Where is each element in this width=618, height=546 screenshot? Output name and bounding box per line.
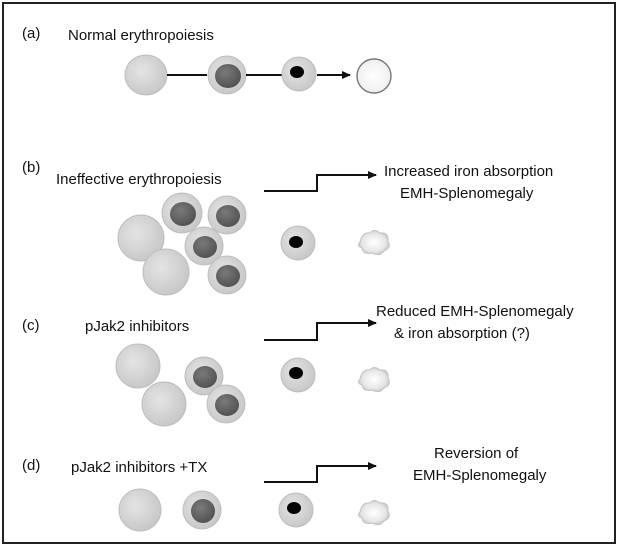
basophilic-erythroblast-cell (207, 255, 247, 295)
proerythroblast-cell (124, 54, 168, 96)
panel-d-title: pJak2 inhibitors +TX (71, 459, 207, 476)
basophilic-erythroblast-cell (207, 55, 247, 95)
panel-c-result-2: & iron absorption (?) (394, 325, 530, 342)
panel-d-result-2: EMH-Splenomegaly (413, 467, 547, 484)
panel-c-result-1: Reduced EMH-Splenomegaly (376, 303, 574, 320)
panel-a-title: Normal erythropoiesis (68, 27, 214, 44)
panel-d-result-1: Reversion of (434, 445, 519, 462)
basophilic-erythroblast-cell (206, 384, 246, 424)
proerythroblast-cell (141, 381, 187, 427)
panel-b-result-2: EMH-Splenomegaly (400, 185, 534, 202)
panel-b-title: Ineffective erythropoiesis (56, 171, 222, 188)
step-arrow (264, 462, 377, 483)
proerythroblast-cell (118, 488, 162, 532)
panel-d: (d) pJak2 inhibitors +TX Reversion of EM… (22, 445, 547, 532)
proerythroblast-cell (142, 248, 190, 296)
proerythroblast-cell (117, 214, 165, 262)
orthochromatic-erythroblast-cell (280, 357, 316, 393)
panel-b-letter: (b) (22, 159, 40, 176)
mature-rbc-cell (356, 58, 392, 94)
fragmented-rbc-cell (357, 230, 390, 256)
basophilic-erythroblast-cell (184, 226, 224, 266)
basophilic-erythroblast-cell (161, 192, 203, 234)
fragmented-rbc-cell (357, 500, 390, 526)
panel-c-title: pJak2 inhibitors (85, 318, 189, 335)
panel-b-result-1: Increased iron absorption (384, 163, 553, 180)
proerythroblast-cell (115, 343, 161, 389)
basophilic-erythroblast-cell (207, 195, 247, 235)
orthochromatic-erythroblast-cell (281, 56, 317, 92)
panel-b: (b) Ineffective erythropoiesis Increased… (22, 159, 553, 296)
step-arrow (264, 171, 377, 192)
panel-a: (a) Normal erythropoiesis (22, 25, 392, 96)
fragmented-rbc-cell (357, 367, 390, 393)
panel-c-letter: (c) (22, 317, 40, 334)
step-arrow (264, 319, 377, 341)
orthochromatic-erythroblast-cell (278, 492, 314, 528)
orthochromatic-erythroblast-cell (280, 225, 316, 261)
panel-d-letter: (d) (22, 457, 40, 474)
basophilic-erythroblast-cell (182, 490, 222, 530)
basophilic-erythroblast-cell (184, 356, 224, 396)
panel-a-letter: (a) (22, 25, 40, 42)
panel-c: (c) pJak2 inhibitors Reduced EMH-Splenom… (22, 303, 574, 427)
